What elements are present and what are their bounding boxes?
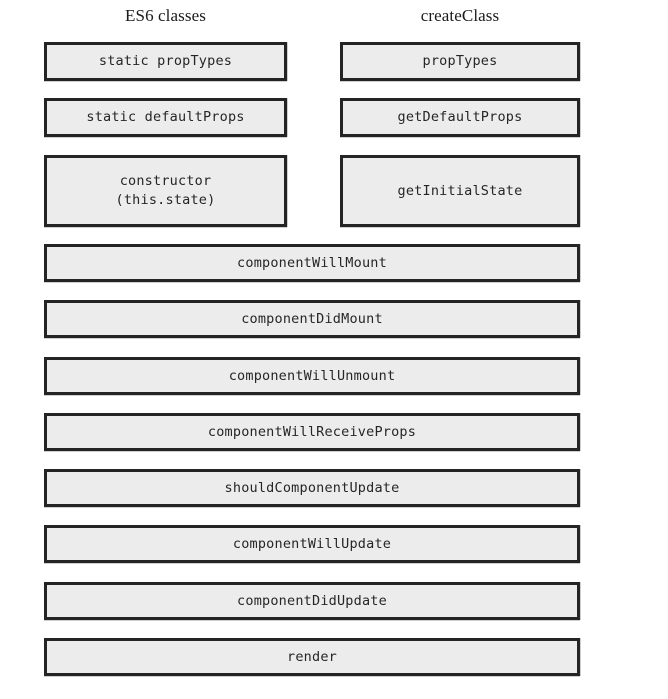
box-label: getDefaultProps bbox=[397, 109, 523, 125]
box-es6-static-defaultprops: static defaultProps bbox=[44, 98, 287, 137]
box-label: componentDidUpdate bbox=[237, 592, 387, 609]
box-label: componentWillUpdate bbox=[232, 535, 392, 552]
column-header-create-class: createClass bbox=[420, 6, 500, 25]
box-shared-componentwillupdate: componentWillUpdate bbox=[44, 525, 580, 563]
box-es6-static-proptypes: static propTypes bbox=[44, 42, 287, 81]
box-createclass-getinitialstate: getInitialState bbox=[340, 155, 580, 227]
box-createclass-proptypes: propTypes bbox=[340, 42, 580, 81]
box-label: componentWillReceiveProps bbox=[207, 423, 417, 440]
box-label: getInitialState bbox=[397, 182, 523, 199]
box-label: render bbox=[287, 648, 337, 665]
box-label: static defaultProps bbox=[86, 109, 245, 125]
box-shared-componentwillmount: componentWillMount bbox=[44, 244, 580, 282]
box-es6-constructor-this-state: constructor (this.state) bbox=[44, 155, 287, 227]
box-label: static propTypes bbox=[98, 53, 233, 69]
column-header-es6-classes: ES6 classes bbox=[125, 6, 206, 25]
box-label: constructor (this.state) bbox=[115, 173, 216, 208]
box-label: componentWillUnmount bbox=[228, 367, 396, 384]
box-shared-shouldcomponentupdate: shouldComponentUpdate bbox=[44, 469, 580, 507]
box-shared-componentdidmount: componentDidMount bbox=[44, 300, 580, 338]
box-label: componentDidMount bbox=[241, 310, 383, 327]
box-shared-componentwillunmount: componentWillUnmount bbox=[44, 357, 580, 395]
box-label: shouldComponentUpdate bbox=[224, 479, 400, 496]
box-shared-render: render bbox=[44, 638, 580, 676]
box-createclass-getdefaultprops: getDefaultProps bbox=[340, 98, 580, 137]
box-shared-componentwillreceiveprops: componentWillReceiveProps bbox=[44, 413, 580, 451]
box-label: componentWillMount bbox=[237, 254, 387, 271]
box-shared-componentdidupdate: componentDidUpdate bbox=[44, 582, 580, 620]
box-label: propTypes bbox=[422, 53, 498, 69]
